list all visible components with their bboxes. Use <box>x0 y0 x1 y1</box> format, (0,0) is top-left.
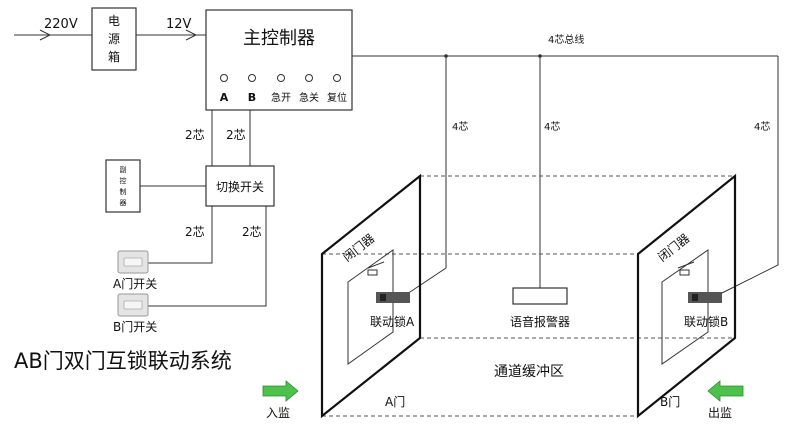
dc-power-line: 12V <box>136 17 206 41</box>
door-b: 闭门器 联动锁B B门 <box>636 173 737 419</box>
wire-switch-button-a-label: 2芯 <box>185 225 205 239</box>
wire-switch-button-b-label: 2芯 <box>242 225 262 239</box>
bus-drop-b-label: 4芯 <box>754 120 770 133</box>
main-controller-rect <box>205 9 353 111</box>
power-supply-char-3: 箱 <box>108 49 120 64</box>
main-controller-title: 主控制器 <box>243 28 315 49</box>
bus-label: 4芯总线 <box>548 33 584 46</box>
door-a-frame <box>320 173 422 419</box>
sub-controller-char-4: 器 <box>120 199 127 207</box>
button-reset-label: 复位 <box>327 91 347 104</box>
switch-box-label: 切换开关 <box>216 180 264 194</box>
button-emergency-close-indicator <box>305 74 313 82</box>
voice-alarm-label: 语音报警器 <box>510 314 570 329</box>
input-arrow <box>39 29 52 41</box>
door-a-lock-icon <box>380 294 386 301</box>
button-a-label: A <box>220 91 229 104</box>
door-a: 闭门器 联动锁A A门 <box>320 173 422 419</box>
door-a-switch-button <box>123 257 143 267</box>
power-supply-char-2: 源 <box>108 32 120 46</box>
switch-box: 切换开关 <box>205 165 275 207</box>
door-b-lock-icon <box>692 294 698 301</box>
voice-alarm: 语音报警器 <box>510 287 570 329</box>
bus-wiring: 4芯总线 4芯 4芯 4芯 <box>352 33 779 297</box>
wire-switch-button-a <box>148 206 213 264</box>
passage-outline <box>322 175 735 417</box>
buffer-zone-label: 通道缓冲区 <box>494 364 564 380</box>
sub-controller: 副 控 制 器 <box>105 159 206 213</box>
button-emergency-close-label: 急关 <box>299 91 319 104</box>
button-b-label: B <box>248 91 256 104</box>
bus-drop-lock-a <box>403 56 447 297</box>
button-b-indicator <box>248 74 256 82</box>
door-a-switch: A门开关 <box>113 250 157 291</box>
door-a-closer-icon <box>367 269 378 276</box>
door-b-lock-body <box>688 292 722 303</box>
door-a-closer-arm <box>367 261 385 269</box>
button-reset-indicator <box>333 74 341 82</box>
diagram-title: AB门双门互锁联动系统 <box>14 349 232 373</box>
bus-drop-alarm-label: 4芯 <box>544 120 560 133</box>
door-b-leaf <box>661 249 709 365</box>
door-b-switch-button <box>123 300 143 310</box>
sub-controller-char-1: 副 <box>120 165 127 174</box>
door-a-switch-label: A门开关 <box>113 276 157 291</box>
wire-switch-button-b <box>148 206 267 307</box>
switch-button-wires: 2芯 2芯 <box>148 206 267 307</box>
door-b-lock-label: 联动锁B <box>684 314 728 329</box>
input-voltage-label: 220V <box>44 17 78 32</box>
wire-controller-switch-2-label: 2芯 <box>226 128 246 142</box>
power-input: 220V <box>14 17 92 41</box>
voice-alarm-rect <box>512 287 568 305</box>
sub-controller-char-3: 制 <box>120 187 127 196</box>
button-emergency-open-label: 急开 <box>271 91 291 104</box>
door-a-lock-label: 联动锁A <box>370 314 415 329</box>
controller-switch-wires: 2芯 2芯 <box>185 110 251 166</box>
output-voltage-label: 12V <box>166 17 192 32</box>
exit-label: 出监 <box>708 406 732 420</box>
entry-indicator: 入监 <box>262 380 299 420</box>
dc-arrow <box>185 29 198 41</box>
door-b-closer-icon <box>679 269 690 276</box>
door-b-closer-arm <box>677 261 695 269</box>
button-emergency-open-indicator <box>277 74 285 82</box>
door-a-label: A门 <box>385 394 405 409</box>
main-controller: 主控制器 A B 急开 急关 复位 <box>205 9 353 111</box>
door-b-frame <box>636 173 737 419</box>
button-a-indicator <box>220 74 228 82</box>
door-a-leaf <box>347 249 394 365</box>
exit-arrow-icon <box>707 380 744 402</box>
bus-drop-lock-b <box>715 56 779 297</box>
door-b-switch-label: B门开关 <box>113 319 157 334</box>
power-supply-char-1: 电 <box>108 14 120 28</box>
entry-label: 入监 <box>266 406 290 420</box>
power-supply-rect <box>91 7 137 71</box>
wire-controller-switch-1-label: 2芯 <box>185 128 205 142</box>
door-b-switch: B门开关 <box>113 293 157 334</box>
entry-arrow-icon <box>262 380 299 402</box>
door-a-lock-body <box>376 292 410 303</box>
power-supply-box: 电 源 箱 <box>91 7 137 71</box>
exit-indicator: 出监 <box>707 380 744 420</box>
bus-drop-a-label: 4芯 <box>452 120 468 133</box>
door-b-label: B门 <box>660 394 680 409</box>
sub-controller-char-2: 控 <box>120 176 127 185</box>
switch-box-rect <box>205 165 275 207</box>
